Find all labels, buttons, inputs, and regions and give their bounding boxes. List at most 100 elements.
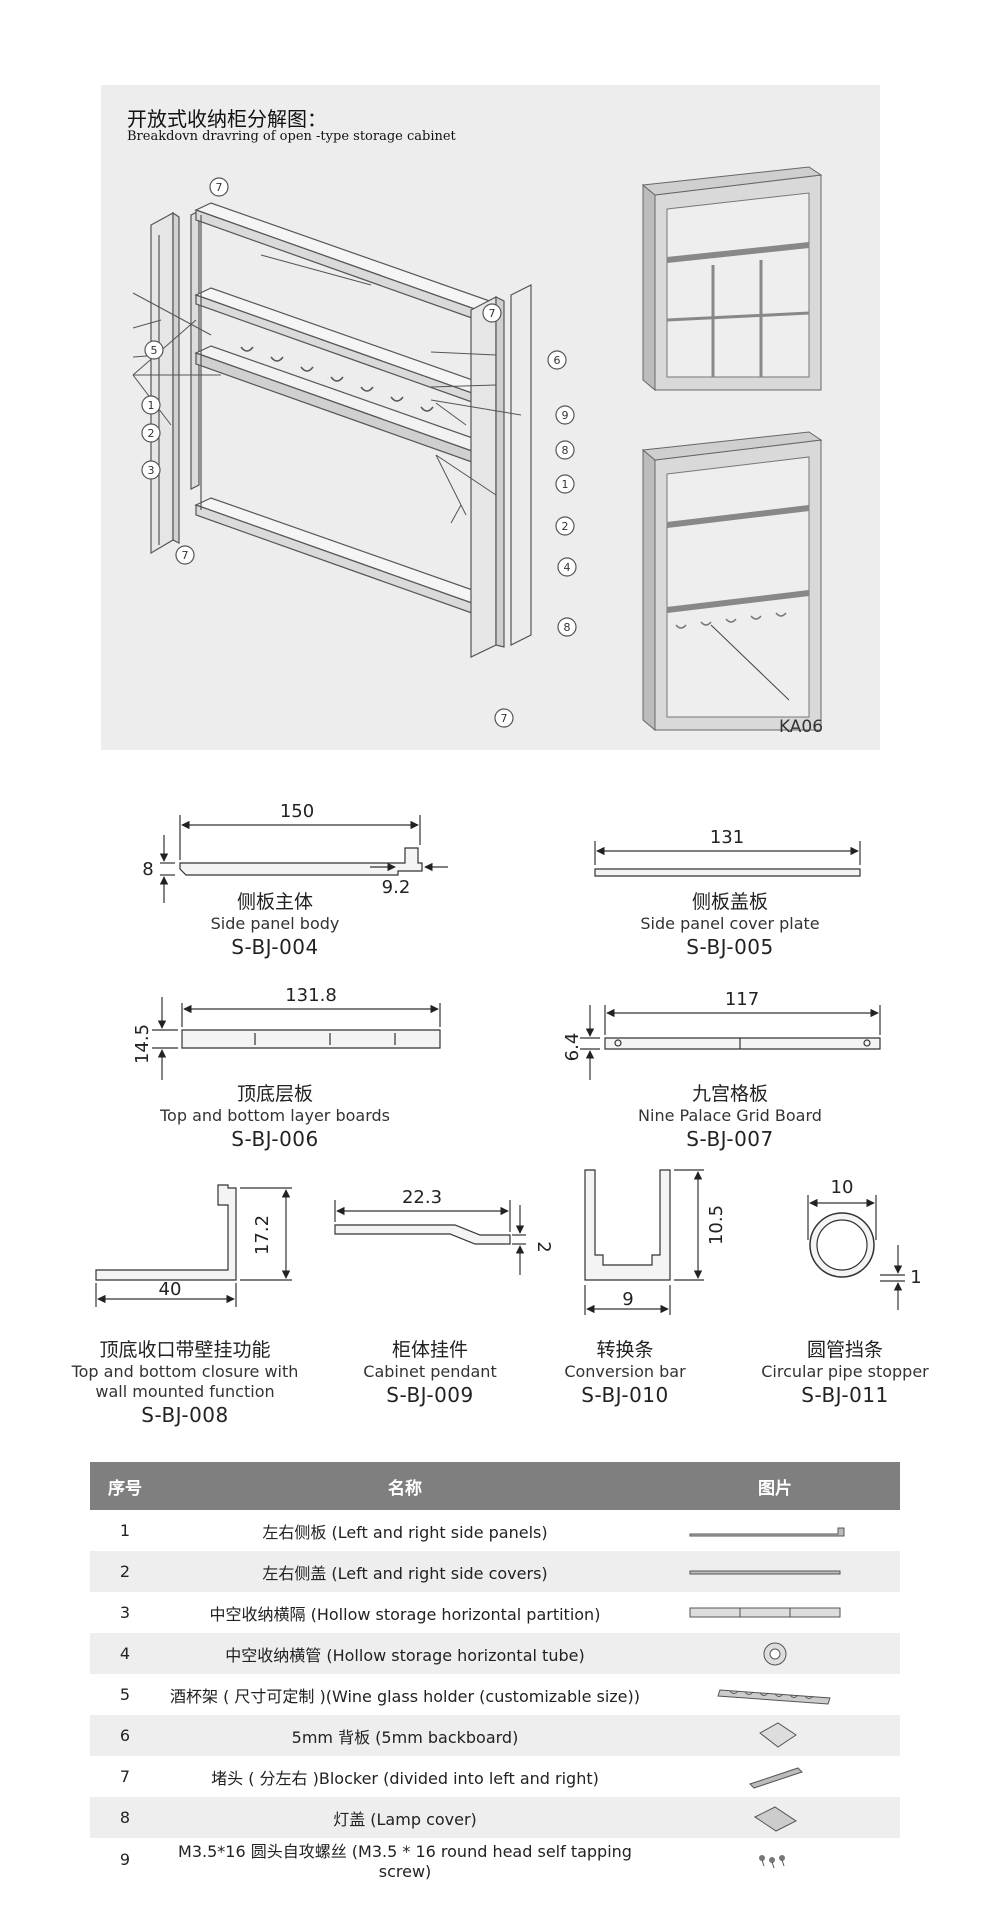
dim-007-width: 117 bbox=[725, 989, 759, 1010]
row-name: 5mm 背板 (5mm backboard) bbox=[160, 1715, 650, 1756]
cabinet-render-wine bbox=[641, 431, 823, 732]
row-name: 左右侧板 (Left and right side panels) bbox=[262, 1522, 548, 1542]
caption-s-bj-004: 侧板主体 Side panel body S-BJ-004 bbox=[150, 890, 400, 960]
callout-8-lower: 8 bbox=[564, 621, 571, 634]
dim-011-diameter: 10 bbox=[831, 1177, 854, 1198]
row-name: 堵头 ( 分左右 )Blocker (divided into left and… bbox=[211, 1768, 599, 1788]
callout-5: 5 bbox=[151, 344, 158, 357]
caption-code: S-BJ-011 bbox=[801, 1383, 889, 1407]
header-picture: 图片 bbox=[650, 1462, 900, 1510]
table-row: 9 M3.5*16 圆头自攻螺丝 (M3.5 * 16 round head s… bbox=[90, 1838, 900, 1881]
caption-code: S-BJ-005 bbox=[686, 935, 774, 959]
row-name: 灯盖 (Lamp cover) bbox=[160, 1797, 650, 1838]
caption-cn: 圆管挡条 bbox=[806, 1339, 883, 1361]
side-panel-icon bbox=[689, 1527, 845, 1536]
row-index: 6 bbox=[90, 1715, 160, 1756]
caption-s-bj-010: 转换条 Conversion bar S-BJ-010 bbox=[540, 1338, 710, 1408]
caption-cn: 顶底收口带壁挂功能 bbox=[99, 1339, 271, 1361]
caption-cn: 转换条 bbox=[596, 1339, 654, 1361]
dim-009-thickness: 2 bbox=[533, 1241, 554, 1252]
caption-cn: 侧板主体 bbox=[236, 891, 313, 913]
row-index: 5 bbox=[119, 1685, 131, 1704]
dim-008-width: 40 bbox=[159, 1279, 182, 1300]
table-row: 1 左右侧板 (Left and right side panels) bbox=[90, 1510, 900, 1551]
caption-cn: 九宫格板 bbox=[691, 1083, 768, 1105]
table-row: 8 灯盖 (Lamp cover) bbox=[90, 1797, 900, 1838]
callout-2-right: 2 bbox=[562, 520, 569, 533]
row-index: 2 bbox=[90, 1551, 160, 1592]
row-picture bbox=[650, 1838, 900, 1881]
table-row: 5 酒杯架 ( 尺寸可定制 )(Wine glass holder (custo… bbox=[90, 1674, 900, 1715]
dim-008-height: 17.2 bbox=[252, 1215, 273, 1255]
table-row: 2 左右侧盖 (Left and right side covers) bbox=[90, 1551, 900, 1592]
dim-005-width: 131 bbox=[710, 827, 744, 848]
callout-6: 6 bbox=[554, 354, 561, 367]
row-picture bbox=[650, 1756, 900, 1797]
row-picture bbox=[650, 1715, 900, 1756]
row-picture bbox=[650, 1797, 900, 1838]
cabinet-render-grid bbox=[641, 166, 823, 392]
dim-006-width: 131.8 bbox=[285, 985, 337, 1006]
dim-004-width: 150 bbox=[280, 801, 314, 822]
dim-010-height: 10.5 bbox=[706, 1205, 727, 1245]
exploded-cabinet-drawing: 7 5 1 2 3 7 7 6 9 8 1 2 4 8 7 KA06 bbox=[132, 166, 823, 737]
row-picture bbox=[650, 1510, 900, 1551]
callout-7-bottom: 7 bbox=[501, 712, 508, 725]
caption-en: Circular pipe stopper bbox=[761, 1362, 929, 1381]
table-row: 3 中空收纳横隔 (Hollow storage horizontal part… bbox=[90, 1592, 900, 1633]
caption-en-line2: wall mounted function bbox=[95, 1382, 275, 1401]
row-name: 中空收纳横隔 (Hollow storage horizontal partit… bbox=[209, 1604, 601, 1624]
callout-2-left: 2 bbox=[148, 427, 155, 440]
caption-code: S-BJ-006 bbox=[231, 1127, 319, 1151]
parts-table: 序号 名称 图片 1 左右侧板 (Left and right side pan… bbox=[90, 1462, 900, 1881]
dim-004-lip: 9.2 bbox=[382, 877, 411, 898]
caption-s-bj-005: 侧板盖板 Side panel cover plate S-BJ-005 bbox=[600, 890, 860, 960]
diagram-title-en: Breakdovn dravring of open -type storage… bbox=[127, 129, 456, 144]
callout-1-left: 1 bbox=[148, 399, 155, 412]
diagram-title-cn: 开放式收纳柜分解图： bbox=[127, 107, 327, 131]
callout-7-right-top: 7 bbox=[489, 307, 496, 320]
callout-9: 9 bbox=[562, 409, 569, 422]
callout-4: 4 bbox=[564, 561, 571, 574]
row-index: 8 bbox=[90, 1797, 160, 1838]
row-name: M3.5*16 圆头自攻螺丝 (M3.5 * 16 round head sel… bbox=[178, 1842, 632, 1881]
callout-1-right: 1 bbox=[562, 478, 569, 491]
caption-en: Top and bottom layer boards bbox=[160, 1106, 390, 1125]
dim-011-wall: 1 bbox=[910, 1267, 921, 1288]
tube-icon bbox=[763, 1642, 787, 1665]
row-index: 7 bbox=[119, 1767, 131, 1786]
dim-010-width: 9 bbox=[622, 1289, 633, 1310]
caption-en: Nine Palace Grid Board bbox=[638, 1106, 822, 1125]
dim-007-height: 6.4 bbox=[562, 1033, 583, 1062]
wine-glass-holder-icon bbox=[717, 1688, 831, 1705]
dim-009-width: 22.3 bbox=[402, 1187, 442, 1208]
caption-code: S-BJ-007 bbox=[686, 1127, 774, 1151]
profile-drawings: 150 8 9.2 131 131.8 14.5 117 6.4 40 17.2… bbox=[95, 801, 922, 1315]
lamp-cover-icon bbox=[754, 1805, 797, 1832]
model-label: KA06 bbox=[779, 717, 823, 737]
row-picture bbox=[650, 1551, 900, 1592]
row-index: 3 bbox=[119, 1603, 131, 1622]
row-picture bbox=[650, 1633, 900, 1674]
table-row: 6 5mm 背板 (5mm backboard) bbox=[90, 1715, 900, 1756]
partition-icon bbox=[689, 1607, 841, 1617]
side-cover-icon bbox=[689, 1570, 841, 1574]
row-name: 左右侧盖 (Left and right side covers) bbox=[160, 1551, 650, 1592]
caption-code: S-BJ-008 bbox=[141, 1403, 229, 1427]
row-index: 1 bbox=[119, 1521, 131, 1540]
caption-en: Side panel cover plate bbox=[640, 914, 820, 933]
caption-code: S-BJ-010 bbox=[581, 1383, 669, 1407]
row-picture bbox=[650, 1674, 900, 1715]
backboard-icon bbox=[759, 1721, 797, 1748]
row-picture bbox=[650, 1592, 900, 1633]
caption-s-bj-008: 顶底收口带壁挂功能 Top and bottom closure with wa… bbox=[55, 1338, 315, 1428]
table-row: 4 中空收纳横管 (Hollow storage horizontal tube… bbox=[90, 1633, 900, 1674]
table-row: 7 堵头 ( 分左右 )Blocker (divided into left a… bbox=[90, 1756, 900, 1797]
callout-7-top-left: 7 bbox=[216, 181, 223, 194]
caption-en: Conversion bar bbox=[564, 1362, 686, 1381]
caption-code: S-BJ-009 bbox=[386, 1383, 474, 1407]
blocker-icon bbox=[749, 1766, 803, 1789]
caption-s-bj-009: 柜体挂件 Cabinet pendant S-BJ-009 bbox=[340, 1338, 520, 1408]
callout-8-upper: 8 bbox=[562, 444, 569, 457]
row-index: 4 bbox=[90, 1633, 160, 1674]
